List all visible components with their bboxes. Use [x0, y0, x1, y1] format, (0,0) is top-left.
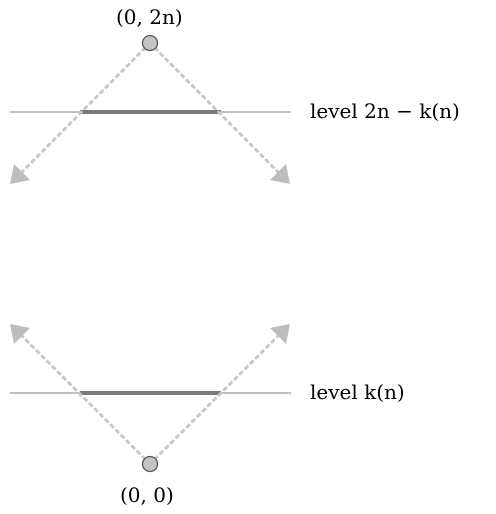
bottom-point-label: (0, 0) — [120, 483, 174, 507]
bottom-right-arrowhead — [270, 324, 290, 344]
bottom-left-arrowhead — [10, 324, 30, 344]
bottom-level-label: level k(n) — [310, 380, 405, 404]
top-level-label: level 2n − k(n) — [310, 99, 460, 123]
top-point-marker — [141, 34, 159, 52]
top-group — [10, 34, 291, 184]
bottom-right-dotted-path — [148, 330, 284, 466]
bottom-group — [10, 324, 291, 473]
top-right-dotted-path — [148, 41, 284, 178]
top-right-arrowhead — [270, 164, 290, 184]
top-left-dotted-path — [16, 41, 152, 178]
bottom-left-dotted-path — [16, 330, 152, 466]
top-point-label: (0, 2n) — [116, 5, 183, 29]
bottom-point-marker — [141, 455, 159, 473]
top-left-arrowhead — [10, 164, 30, 184]
